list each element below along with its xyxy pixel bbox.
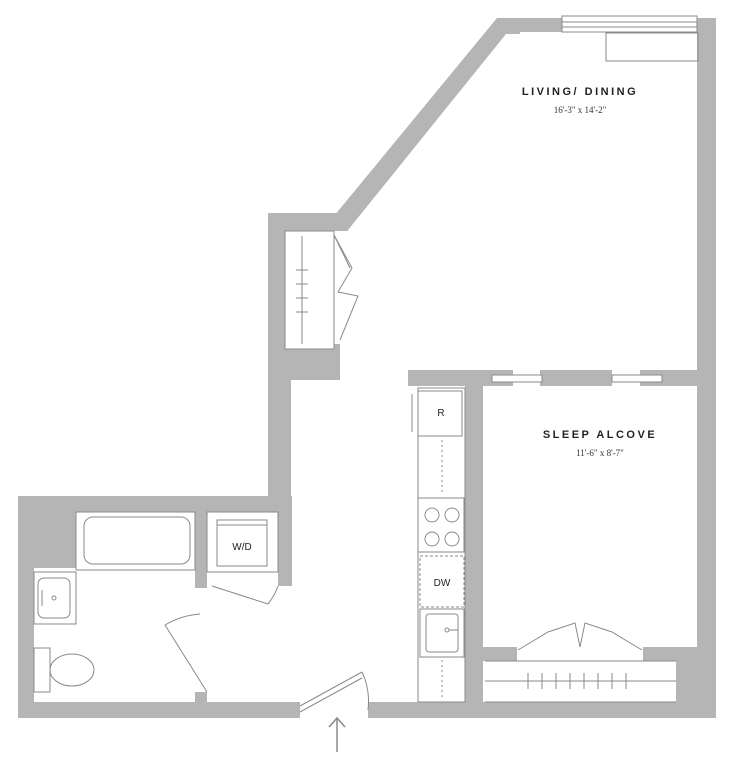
entry-door [299, 671, 369, 713]
toilet-tank [33, 647, 51, 693]
room-name-living-dining: LIVING/ DINING [522, 86, 638, 98]
stove [417, 497, 465, 553]
walls [18, 18, 716, 718]
dishwasher [419, 555, 465, 608]
kitchen [411, 387, 466, 703]
wd-closet-right-wall [278, 496, 292, 586]
washer-dryer [216, 519, 268, 567]
refrigerator [417, 390, 463, 437]
room-name-sleep-alcove: SLEEP ALCOVE [543, 429, 657, 441]
kitchen-sink [419, 608, 465, 658]
top-wall-right [697, 18, 716, 32]
bottom-wall-right [368, 702, 716, 718]
washer-dryer-label: W/D [232, 542, 251, 553]
bathroom [33, 511, 208, 693]
bath-top-wall [18, 496, 290, 512]
diagonal-wall [334, 18, 520, 230]
kitchen-counter [417, 387, 466, 703]
room-dimensions-sleep-alcove: 11'-6" x 8'-7" [576, 448, 624, 458]
alcove-top-wall-mid [540, 370, 612, 386]
kitchen-top-wall [408, 370, 483, 386]
alcove-closet [485, 622, 676, 703]
dishwasher-label: DW [434, 578, 451, 589]
bath-door-jamb [195, 692, 207, 704]
living-closet [284, 230, 359, 350]
wd-closet-left-wall [195, 512, 207, 588]
sliding-panels [491, 374, 663, 383]
right-wall [697, 18, 716, 718]
alcove-corner-chase [676, 647, 716, 707]
refrigerator-label: R [437, 408, 444, 419]
alcove-partition-wall [465, 378, 483, 702]
closet-wall-top [268, 213, 348, 231]
bath-chase [18, 496, 76, 568]
bathtub [75, 511, 196, 571]
alcove-closet-wall-left [465, 647, 517, 661]
radiator [605, 32, 699, 62]
bottom-wall-left [18, 702, 300, 718]
arrow-up-icon [328, 716, 346, 752]
wd-closet [206, 511, 279, 605]
closet-bottom-wall [268, 344, 340, 380]
toilet-bowl [49, 653, 95, 687]
room-dimensions-living-dining: 16'-3" x 14'-2" [554, 105, 607, 115]
top-wall-left [497, 18, 562, 32]
window [561, 15, 699, 62]
